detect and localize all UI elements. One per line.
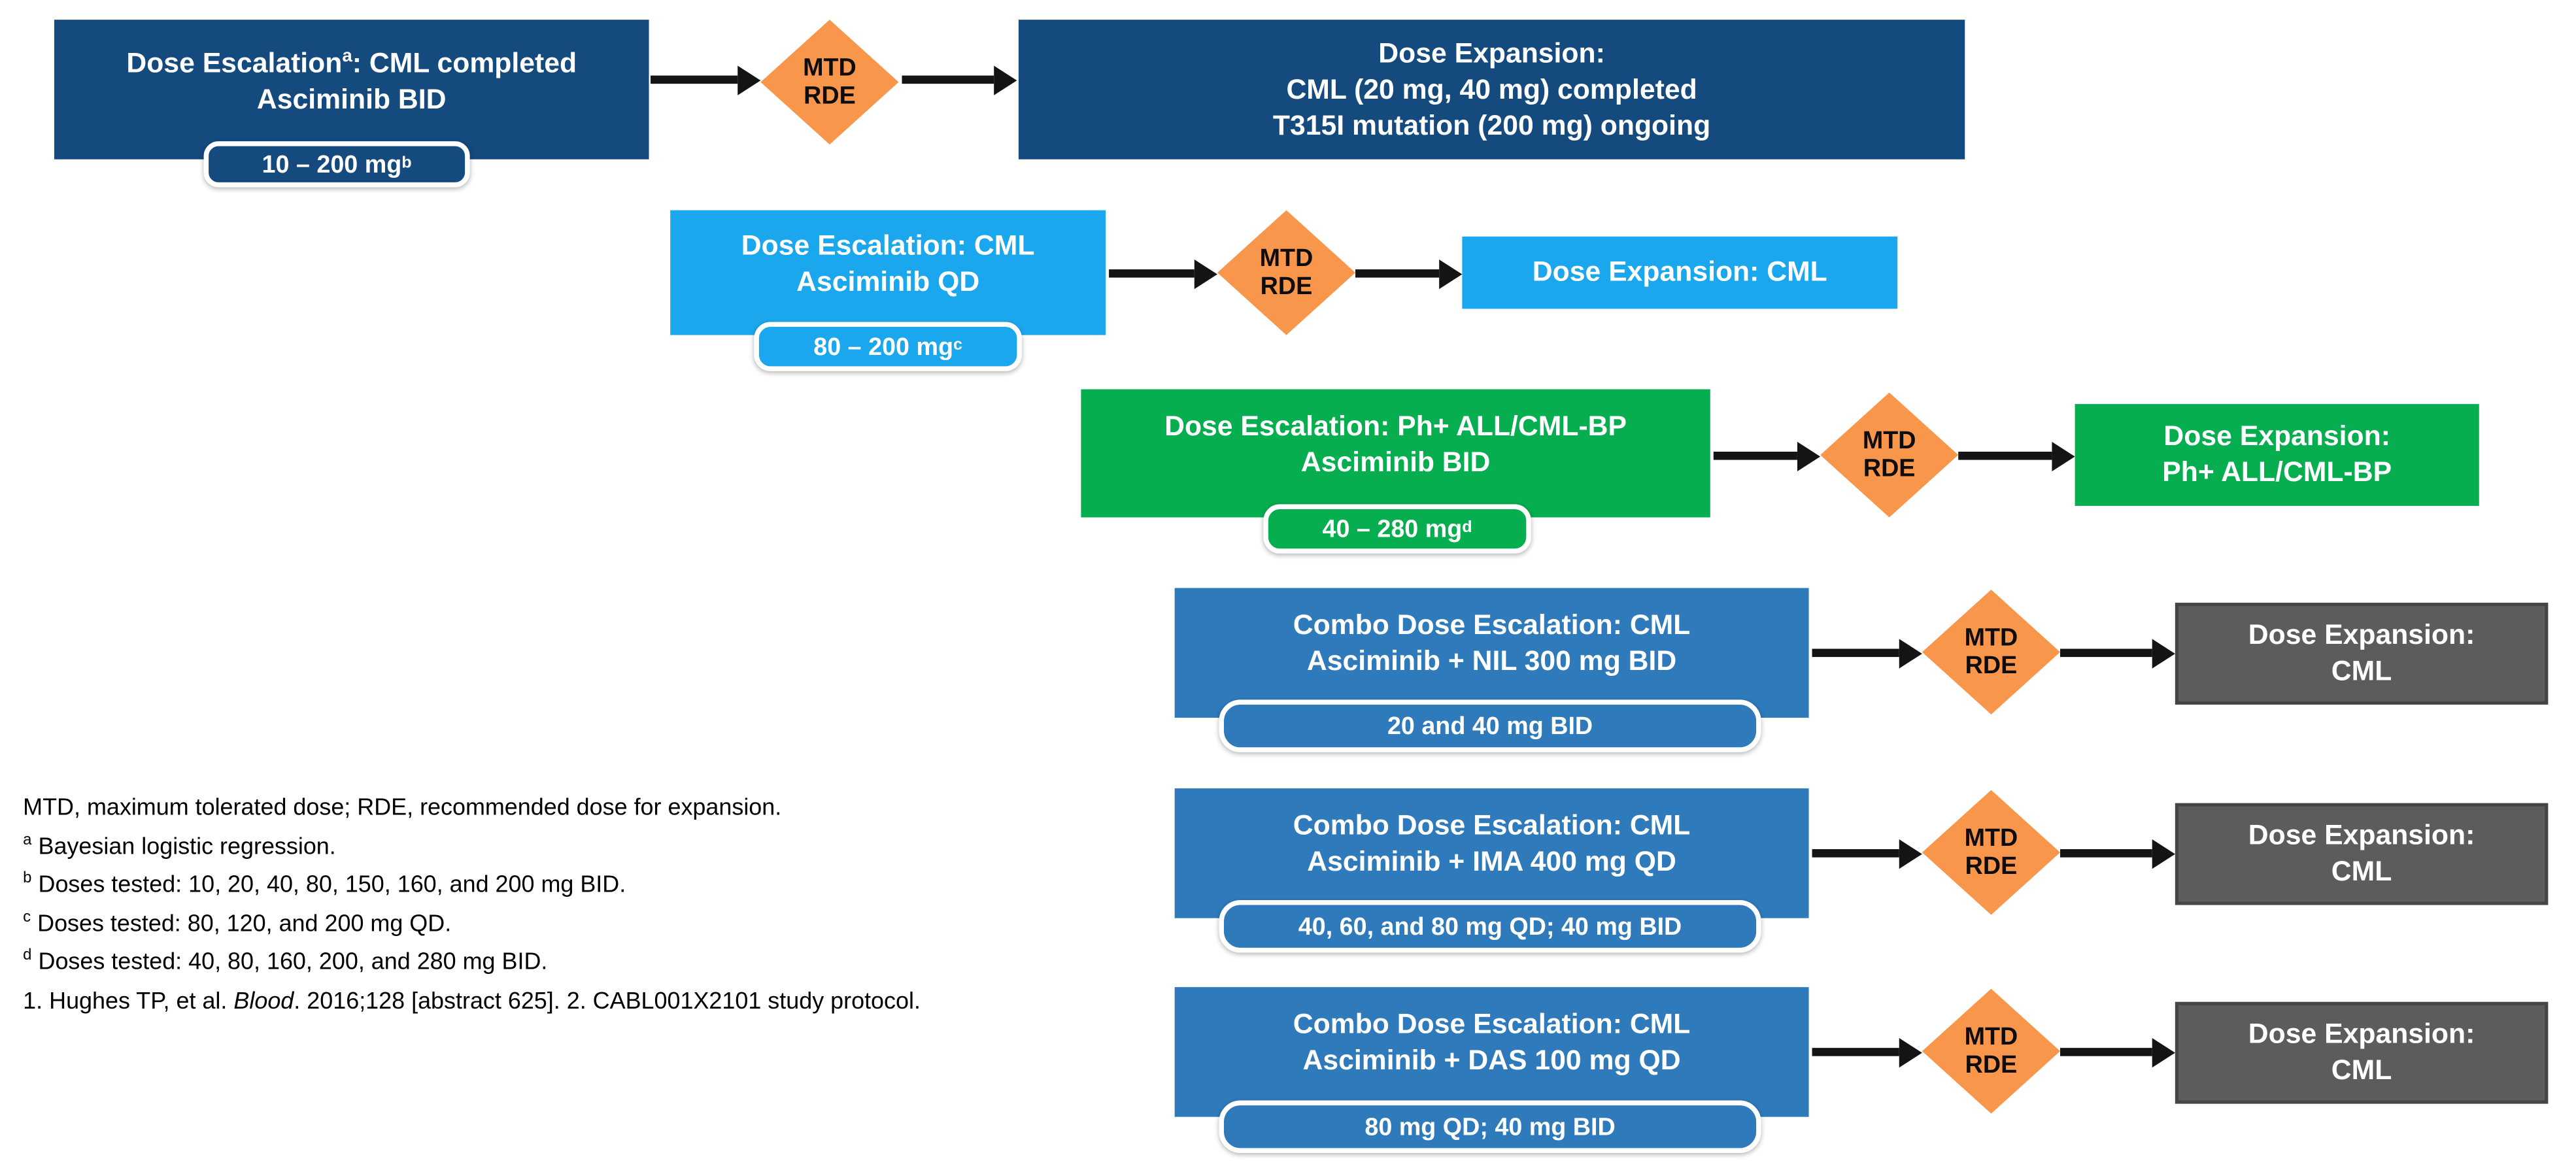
escalation-title-line1: Combo Dose Escalation: CML <box>1293 1007 1691 1039</box>
mtd-rde-decision-diamond: MTD RDE <box>1922 590 2060 715</box>
escalation-box-asciminib-bid-cml: Dose Escalationa: CML completed Ascimini… <box>54 20 649 159</box>
flow-arrow-icon <box>1109 258 1217 288</box>
escalation-title-line2: Asciminib BID <box>256 82 447 114</box>
escalation-title-line2: Asciminib QD <box>796 266 980 297</box>
escalation-box-combo-ima: Combo Dose Escalation: CML Asciminib + I… <box>1174 788 1809 918</box>
gate-label-rde: RDE <box>1965 1051 2018 1079</box>
escalation-title-line1: Dose Escalationa: CML completed <box>126 45 577 78</box>
footnote-c: c Doses tested: 80, 120, and 200 mg QD. <box>23 908 452 938</box>
footnote-abbreviations: MTD, maximum tolerated dose; RDE, recomm… <box>23 795 782 822</box>
gate-label-mtd: MTD <box>1964 824 2018 852</box>
escalation-title-line1: Combo Dose Escalation: CML <box>1293 608 1691 640</box>
flow-arrow-icon <box>1958 441 2075 471</box>
flow-arrow-icon <box>1713 441 1821 471</box>
flow-arrow-icon <box>902 65 1017 95</box>
flow-arrow-icon <box>1812 1037 1922 1067</box>
gate-label-rde: RDE <box>1965 652 2018 680</box>
flow-arrow-icon <box>2059 638 2175 668</box>
gate-label-mtd: MTD <box>1259 244 1313 272</box>
expansion-box-cml-qd: Dose Expansion: CML <box>1462 236 1898 309</box>
mtd-rde-decision-diamond: MTD RDE <box>1922 988 2060 1114</box>
expansion-box-cml-combo-nil: Dose Expansion: CML <box>2175 603 2549 705</box>
gate-label-rde: RDE <box>1863 455 1916 483</box>
dose-range-pill: 20 and 40 mg BID <box>1219 699 1761 752</box>
escalation-box-combo-das: Combo Dose Escalation: CML Asciminib + D… <box>1174 987 1809 1117</box>
gate-label-rde: RDE <box>804 82 856 110</box>
dose-range-pill: 80 mg QD; 40 mg BID <box>1219 1100 1761 1153</box>
footnote-references: 1. Hughes TP, et al. Blood. 2016;128 [ab… <box>23 988 921 1015</box>
footnote-a: a Bayesian logistic regression. <box>23 831 336 860</box>
escalation-title-line2: Asciminib BID <box>1300 446 1491 478</box>
gate-label-mtd: MTD <box>1964 1022 2018 1050</box>
expansion-box-cml-combo-das: Dose Expansion: CML <box>2175 1001 2549 1104</box>
gate-label-rde: RDE <box>1260 273 1313 301</box>
flow-arrow-icon <box>2059 838 2175 868</box>
escalation-title-line1: Combo Dose Escalation: CML <box>1293 809 1691 841</box>
escalation-box-ph-all-cml-bp: Dose Escalation: Ph+ ALL/CML-BP Ascimini… <box>1081 389 1710 518</box>
escalation-box-asciminib-qd-cml: Dose Escalation: CML Asciminib QD <box>670 210 1106 335</box>
escalation-title-line2: Asciminib + NIL 300 mg BID <box>1306 645 1677 676</box>
gate-label-mtd: MTD <box>803 53 856 82</box>
flow-arrow-icon <box>651 65 761 95</box>
mtd-rde-decision-diamond: MTD RDE <box>1217 210 1356 335</box>
flow-arrow-icon <box>1812 838 1922 868</box>
escalation-title-line2: Asciminib + IMA 400 mg QD <box>1307 845 1676 877</box>
escalation-box-combo-nil: Combo Dose Escalation: CML Asciminib + N… <box>1174 588 1809 718</box>
expansion-box-cml-t315i: Dose Expansion: CML (20 mg, 40 mg) compl… <box>1018 20 1965 159</box>
footnotes-block: MTD, maximum tolerated dose; RDE, recomm… <box>23 790 1107 1023</box>
flow-arrow-icon <box>1812 638 1922 668</box>
gate-label-mtd: MTD <box>1964 623 2018 652</box>
expansion-box-ph-all-cml-bp: Dose Expansion: Ph+ ALL/CML-BP <box>2075 404 2479 506</box>
flow-arrow-icon <box>2059 1037 2175 1067</box>
mtd-rde-decision-diamond: MTD RDE <box>1820 392 1959 518</box>
gate-label-mtd: MTD <box>1862 426 1916 454</box>
footnote-b: b Doses tested: 10, 20, 40, 80, 150, 160… <box>23 869 626 899</box>
gate-label-rde: RDE <box>1965 852 2018 880</box>
mtd-rde-decision-diamond: MTD RDE <box>1922 790 2060 915</box>
escalation-title-line1: Dose Escalation: Ph+ ALL/CML-BP <box>1164 410 1627 442</box>
dose-range-pill: 40, 60, and 80 mg QD; 40 mg BID <box>1219 899 1761 953</box>
expansion-box-cml-combo-ima: Dose Expansion: CML <box>2175 803 2549 905</box>
footnote-d: d Doses tested: 40, 80, 160, 200, and 28… <box>23 946 548 977</box>
mtd-rde-decision-diamond: MTD RDE <box>760 20 899 145</box>
flow-arrow-icon <box>1355 258 1463 288</box>
escalation-title-line1: Dose Escalation: CML <box>741 229 1035 261</box>
escalation-title-line2: Asciminib + DAS 100 mg QD <box>1302 1043 1681 1075</box>
